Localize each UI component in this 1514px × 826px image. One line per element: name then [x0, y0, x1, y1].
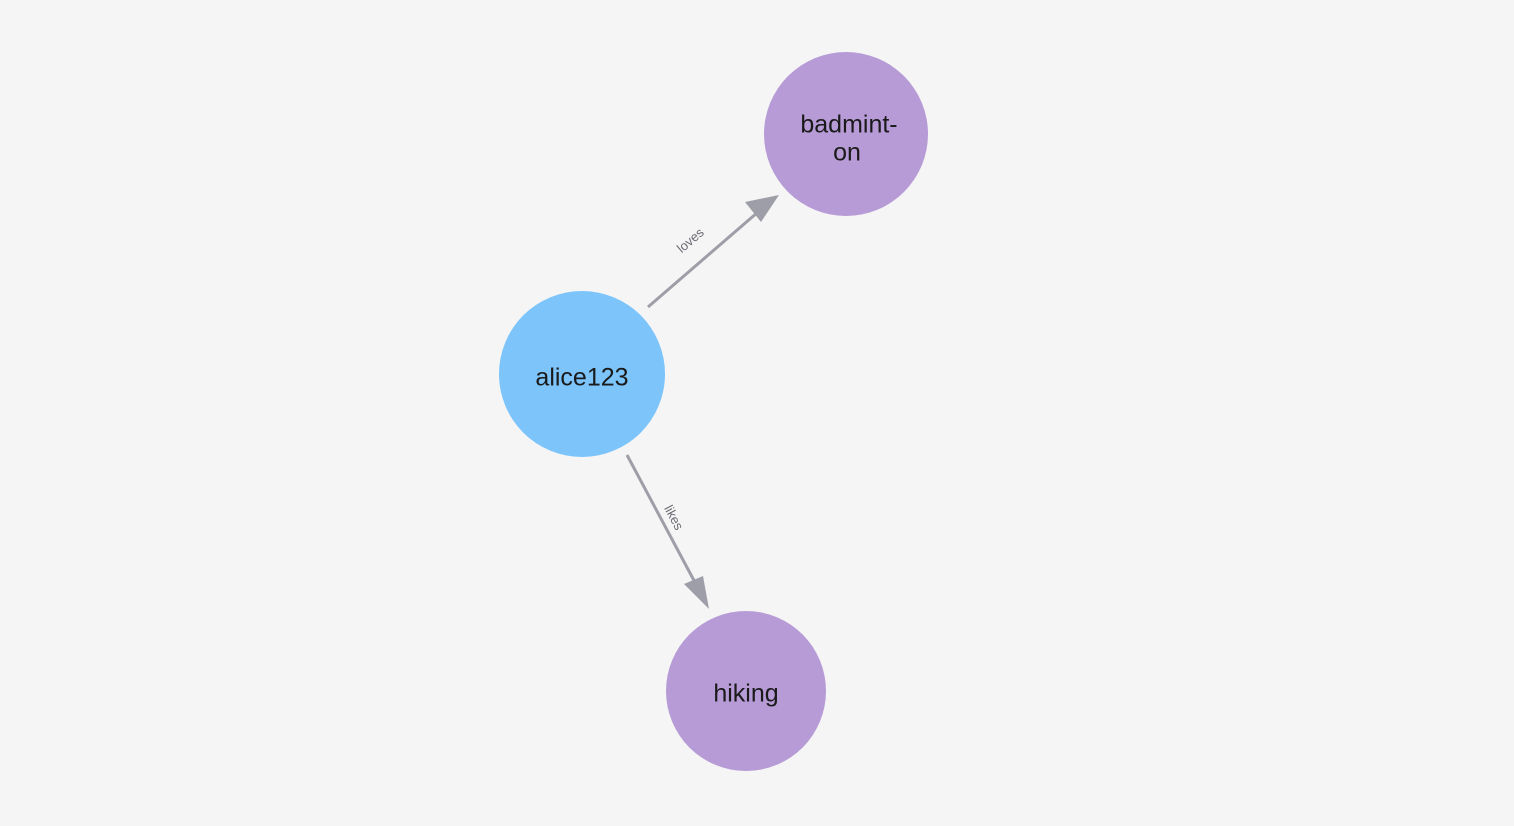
node-badminton[interactable]: badmint- on [764, 52, 928, 216]
edge-line [647, 210, 759, 309]
node-circle[interactable] [499, 291, 665, 457]
node-alice123[interactable]: alice123 [499, 291, 665, 457]
node-circle[interactable] [764, 52, 928, 216]
node-hiking[interactable]: hiking [666, 611, 826, 771]
node-circle[interactable] [666, 611, 826, 771]
edge-arrowhead [745, 195, 779, 222]
edge-line [625, 454, 700, 589]
edge-arrowhead [684, 576, 709, 609]
